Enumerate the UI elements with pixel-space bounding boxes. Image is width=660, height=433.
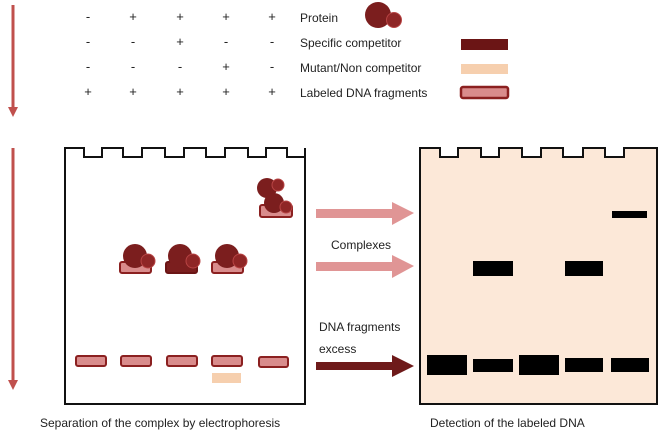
sign: -	[178, 59, 182, 74]
sign: +	[129, 84, 137, 99]
sign: -	[86, 59, 90, 74]
sign: +	[222, 84, 230, 99]
protein-icon	[365, 2, 402, 28]
free-band-lane-2	[473, 359, 513, 372]
free-dna-lane-1	[75, 355, 107, 367]
sign: +	[222, 59, 230, 74]
complexes-label: Complexes	[331, 238, 391, 252]
sign: -	[224, 34, 228, 49]
complex-lane-4	[211, 244, 248, 274]
legend-row-labeled-dna: + + + + +	[84, 84, 276, 99]
legend-row-protein: - + + + +	[86, 9, 276, 24]
sign: +	[222, 9, 230, 24]
free-band-lane-1	[427, 355, 467, 375]
free-dna-lane-3	[166, 355, 198, 367]
legend-row-mutant-competitor: - - - + -	[86, 59, 274, 74]
sign: -	[270, 59, 274, 74]
sign: -	[86, 9, 90, 24]
shifted-band-lane-2	[473, 261, 513, 276]
excess-arrow	[316, 355, 414, 377]
sign: +	[84, 84, 92, 99]
gel-outline	[419, 147, 658, 405]
legend-label-specific-competitor: Specific competitor	[300, 36, 401, 50]
mutant-competitor-band	[212, 373, 241, 383]
detection-gel	[419, 147, 658, 405]
legend-label-labeled-dna: Labeled DNA fragments	[300, 86, 427, 100]
free-dna-lane-4	[211, 355, 243, 367]
sign: -	[86, 34, 90, 49]
sign: +	[268, 84, 276, 99]
sign: -	[131, 34, 135, 49]
legend-label-mutant-competitor: Mutant/Non competitor	[300, 61, 421, 75]
caption-separation: Separation of the complex by electrophor…	[40, 416, 280, 430]
free-band-lane-3	[519, 355, 559, 375]
sign: -	[131, 59, 135, 74]
separation-gel	[64, 147, 306, 405]
gel-outline	[64, 147, 306, 405]
sign: +	[129, 9, 137, 24]
specific-competitor-icon	[461, 39, 508, 50]
complex-arrow-lower	[316, 255, 414, 278]
legend-row-specific-competitor: - - + - -	[86, 34, 274, 49]
legend-label-protein: Protein	[300, 11, 338, 25]
excess-label: excess	[319, 342, 356, 356]
sign: -	[270, 34, 274, 49]
double-complex	[257, 178, 293, 218]
mutant-competitor-icon	[461, 64, 508, 74]
free-dna-lane-5	[258, 356, 289, 368]
legend-sign-grid: - + + + + - - + - - - - - + - + + + + +	[84, 9, 276, 99]
dna-fragments-label: DNA fragments	[319, 320, 400, 334]
free-dna-lane-2	[120, 355, 152, 367]
complex-arrow-upper	[316, 202, 414, 225]
sign: +	[268, 9, 276, 24]
labeled-dna-icon	[459, 85, 510, 100]
caption-detection: Detection of the labeled DNA	[430, 416, 585, 430]
shifted-band-lane-4	[565, 261, 603, 276]
sign: +	[176, 9, 184, 24]
sign: +	[176, 34, 184, 49]
free-band-lane-4	[565, 358, 603, 372]
shifted-band-double	[612, 211, 647, 218]
free-band-lane-5	[611, 358, 649, 372]
complex-lane-3	[165, 244, 201, 274]
sign: +	[176, 84, 184, 99]
complex-lane-2	[119, 244, 156, 274]
